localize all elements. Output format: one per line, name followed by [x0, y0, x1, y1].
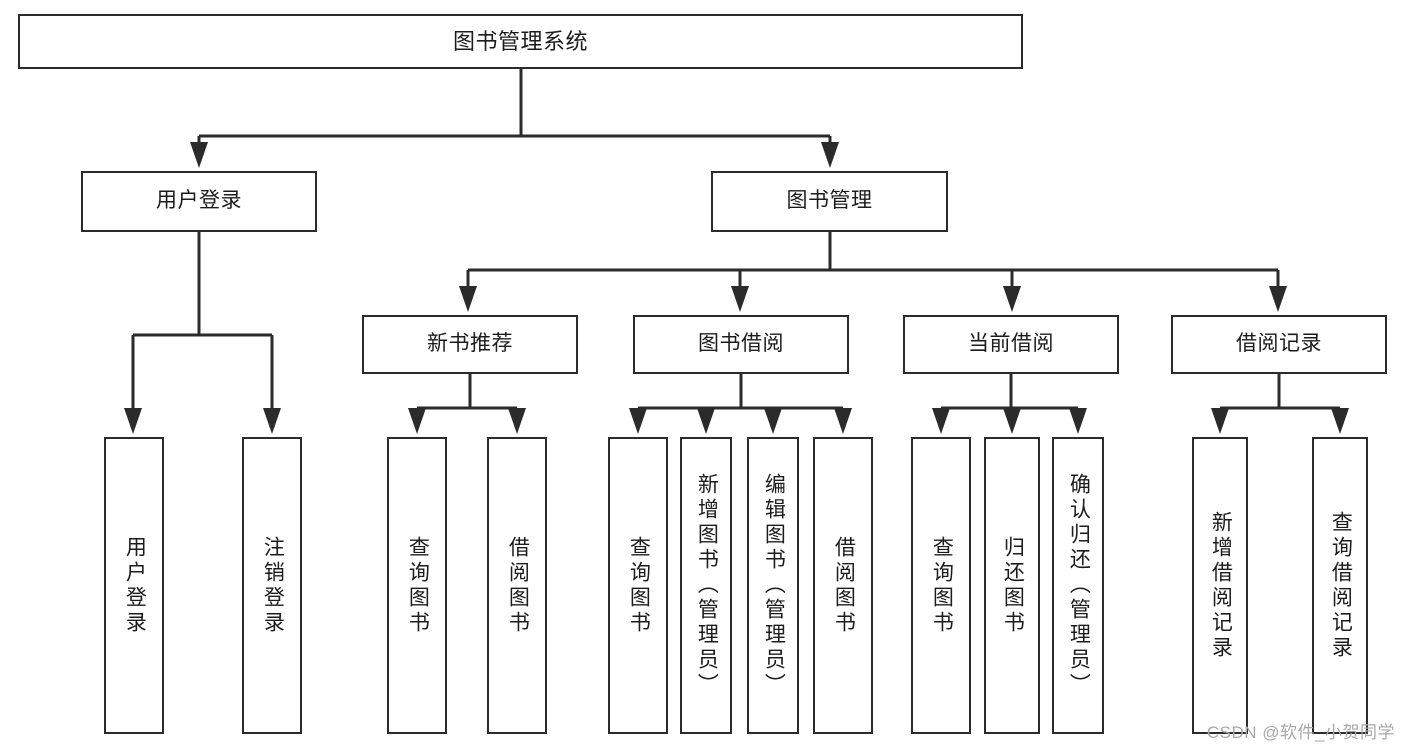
node-book-borrow[interactable]: 图书借阅	[633, 315, 849, 374]
arrowhead	[821, 142, 839, 168]
node-leaf-edit-book[interactable]: 编辑图书（管理员）	[747, 437, 799, 734]
arrowhead	[1331, 408, 1349, 434]
node-label: 借阅图书	[832, 535, 856, 636]
arrowhead	[190, 142, 208, 168]
node-label: 借阅记录	[1236, 332, 1322, 356]
arrowhead	[408, 408, 426, 434]
node-label: 借阅图书	[506, 535, 530, 636]
node-label: 新增图书（管理员）	[695, 473, 719, 698]
node-leaf-query-book-2[interactable]: 查询图书	[608, 437, 668, 734]
node-label: 图书管理	[786, 189, 873, 213]
arrowhead	[124, 408, 142, 434]
node-label: 用户登录	[123, 535, 147, 636]
node-leaf-query-record[interactable]: 查询借阅记录	[1312, 437, 1368, 734]
arrowhead-layer	[124, 142, 1349, 434]
arrowhead	[459, 286, 477, 312]
node-label: 图书借阅	[698, 332, 784, 356]
node-label: 用户登录	[156, 189, 242, 213]
node-label: 新增借阅记录	[1209, 510, 1233, 661]
node-user-login[interactable]: 用户登录	[81, 171, 317, 232]
node-label: 查询图书	[930, 535, 954, 636]
connector-layer	[131, 69, 1340, 410]
node-leaf-query-book-3[interactable]: 查询图书	[911, 437, 971, 734]
node-label: 编辑图书（管理员）	[762, 473, 786, 698]
arrowhead	[1211, 408, 1229, 434]
node-label: 当前借阅	[968, 332, 1054, 356]
node-root[interactable]: 图书管理系统	[18, 14, 1023, 69]
node-leaf-add-book[interactable]: 新增图书（管理员）	[680, 437, 732, 734]
arrowhead	[1069, 408, 1087, 434]
node-leaf-confirm-return[interactable]: 确认归还（管理员）	[1052, 437, 1104, 734]
node-label: 查询借阅记录	[1329, 510, 1353, 661]
arrowhead	[764, 408, 782, 434]
node-leaf-borrow-book-1[interactable]: 借阅图书	[487, 437, 547, 734]
arrowhead	[629, 408, 647, 434]
arrowhead	[697, 408, 715, 434]
arrowhead	[834, 408, 852, 434]
arrowhead	[1003, 286, 1021, 312]
node-leaf-add-record[interactable]: 新增借阅记录	[1192, 437, 1248, 734]
node-leaf-logout[interactable]: 注销登录	[242, 437, 302, 734]
arrowhead	[1003, 408, 1021, 434]
node-label: 查询图书	[627, 535, 651, 636]
arrowhead	[263, 408, 281, 434]
arrowhead	[1269, 286, 1287, 312]
arrowhead	[731, 286, 749, 312]
node-new-book-recommend[interactable]: 新书推荐	[362, 315, 578, 374]
node-label: 注销登录	[261, 535, 285, 636]
node-label: 归还图书	[1001, 535, 1025, 636]
node-label: 新书推荐	[427, 332, 513, 356]
node-label: 确认归还（管理员）	[1067, 473, 1091, 698]
node-borrow-record[interactable]: 借阅记录	[1171, 315, 1387, 374]
node-leaf-query-book-1[interactable]: 查询图书	[387, 437, 447, 734]
node-label: 图书管理系统	[452, 28, 588, 54]
arrowhead	[932, 408, 950, 434]
node-leaf-user-login[interactable]: 用户登录	[104, 437, 164, 734]
node-current-borrow[interactable]: 当前借阅	[903, 315, 1119, 374]
arrowhead	[508, 408, 526, 434]
node-leaf-return-book[interactable]: 归还图书	[984, 437, 1040, 734]
node-label: 查询图书	[406, 535, 430, 636]
node-book-manage[interactable]: 图书管理	[711, 171, 948, 232]
node-leaf-borrow-book-2[interactable]: 借阅图书	[813, 437, 873, 734]
